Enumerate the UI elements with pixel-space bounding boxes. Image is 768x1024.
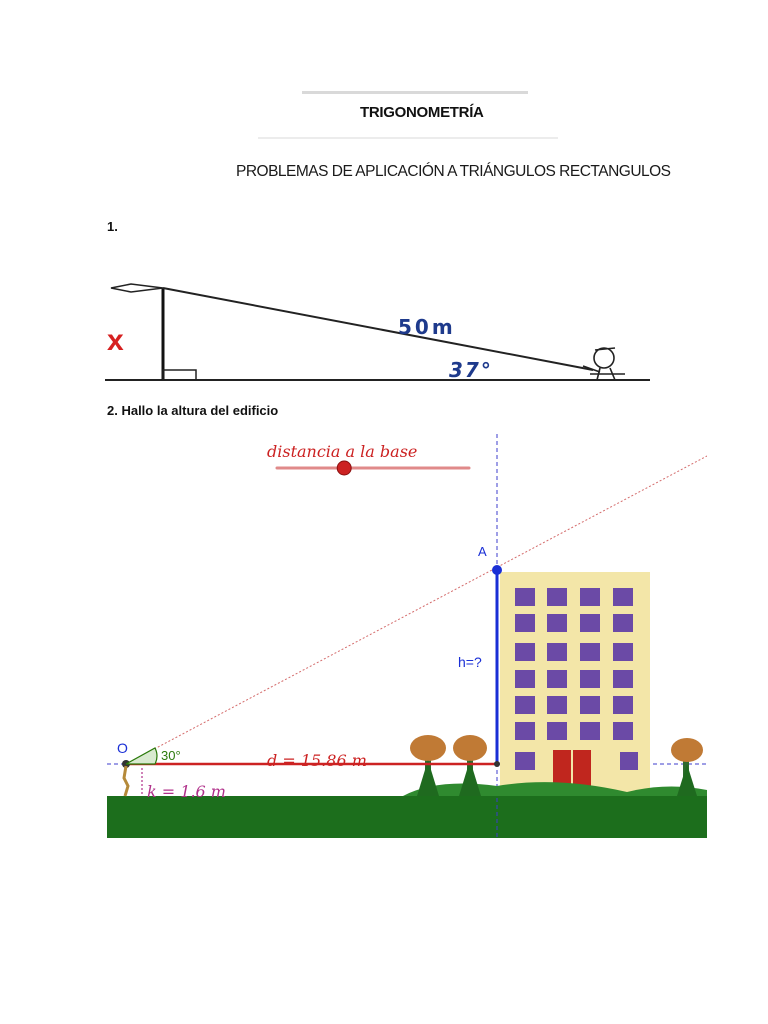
building-window [580,722,600,740]
building-window [613,643,633,661]
building-window [547,670,567,688]
building-window [580,643,600,661]
tree-icon [410,735,446,796]
tree-icon [453,735,487,796]
building-window [580,614,600,632]
observer-label: O [117,740,128,756]
page-subtitle: PROBLEMAS DE APLICACIÓN A TRIÁNGULOS REC… [236,163,671,180]
unknown-x-label: x [107,324,124,357]
building-window [613,670,633,688]
problem-1-number: 1. [107,219,118,234]
distance-slider[interactable] [275,460,471,476]
page-title: TRIGONOMETRÍA [360,104,484,121]
building-window [515,670,535,688]
building-window [547,643,567,661]
building [500,572,650,792]
slider-label: distancia a la base [267,442,417,461]
building-window [580,588,600,606]
point-a-label: A [478,544,487,559]
building-window [515,588,535,606]
angle-30-label: 30° [161,748,181,763]
building-window [613,588,633,606]
building-window [515,722,535,740]
height-label: h=? [458,654,482,670]
problem-2-figure: distancia a la base A h=? O 30° d = 1 [107,434,707,838]
building-window [515,614,535,632]
angle-37-label: 37° [449,358,493,382]
problem-2-heading: 2. Hallo la altura del edificio [107,403,279,418]
problem-1-figure: x 50m 37° [105,283,650,382]
building-window [613,614,633,632]
faint-header-line-2 [258,137,558,139]
person-icon [582,347,625,381]
building-window [547,588,567,606]
building-window [515,643,535,661]
faint-header-line [302,91,528,94]
building-window [515,752,535,770]
observer-height-label: k = 1.6 m [147,782,226,801]
hypotenuse-label: 50m [398,315,456,339]
building-window [580,670,600,688]
distance-label: d = 15.86 m [267,751,367,770]
building-window [547,696,567,714]
building-window [613,696,633,714]
observer-icon [122,765,130,797]
building-window [547,614,567,632]
point-a[interactable] [492,565,502,575]
building-window [613,722,633,740]
building-window [515,696,535,714]
building-window [580,696,600,714]
building-window [547,722,567,740]
tree-icon [671,738,703,796]
